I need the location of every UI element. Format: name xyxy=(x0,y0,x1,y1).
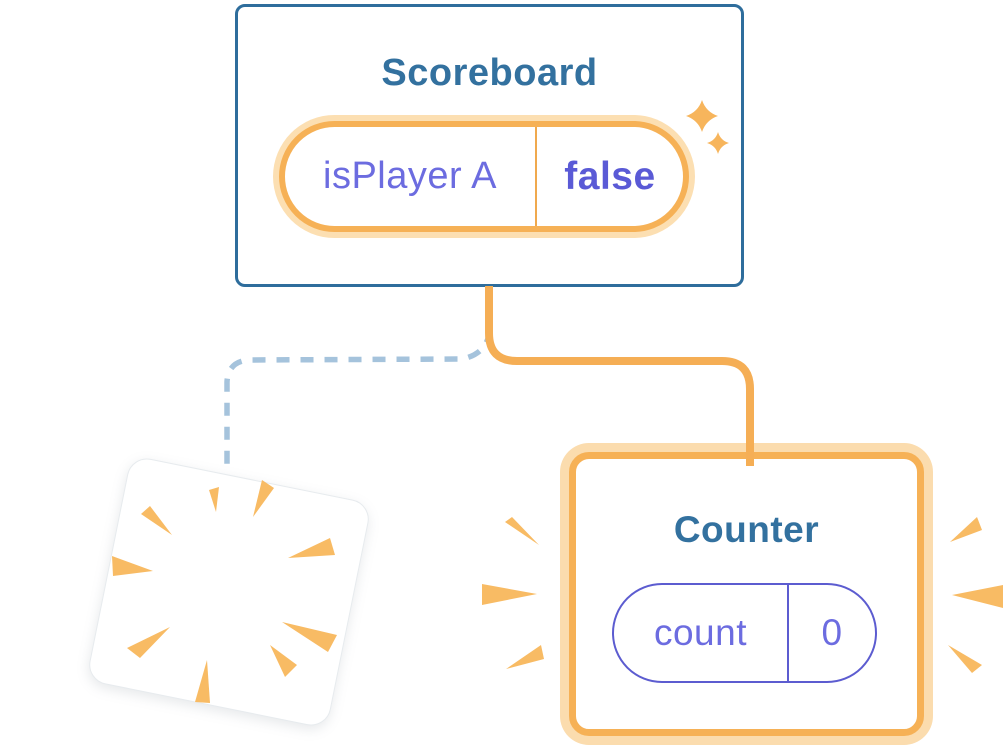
destroyed-component-card xyxy=(85,454,373,730)
scoreboard-card: Scoreboard isPlayer A false xyxy=(235,4,744,287)
emphasis-rays-left-icon xyxy=(482,517,544,669)
scoreboard-state-value: false xyxy=(564,154,656,198)
pill-divider xyxy=(535,127,537,226)
scoreboard-state-pill: isPlayer A false xyxy=(279,121,689,232)
connector-line-active xyxy=(485,286,754,466)
counter-state-value: 0 xyxy=(821,612,843,653)
pill-divider xyxy=(787,585,789,681)
counter-card: Counter count 0 xyxy=(569,452,924,736)
counter-state-label: count xyxy=(653,612,747,653)
connector-line-removed-dashed xyxy=(224,329,493,470)
emphasis-rays-right-icon xyxy=(948,517,1003,673)
counter-state-pill: count 0 xyxy=(612,583,877,683)
counter-title: Counter xyxy=(673,509,820,550)
scoreboard-state-label: isPlayer A xyxy=(323,155,497,197)
scoreboard-title: Scoreboard xyxy=(381,52,598,94)
